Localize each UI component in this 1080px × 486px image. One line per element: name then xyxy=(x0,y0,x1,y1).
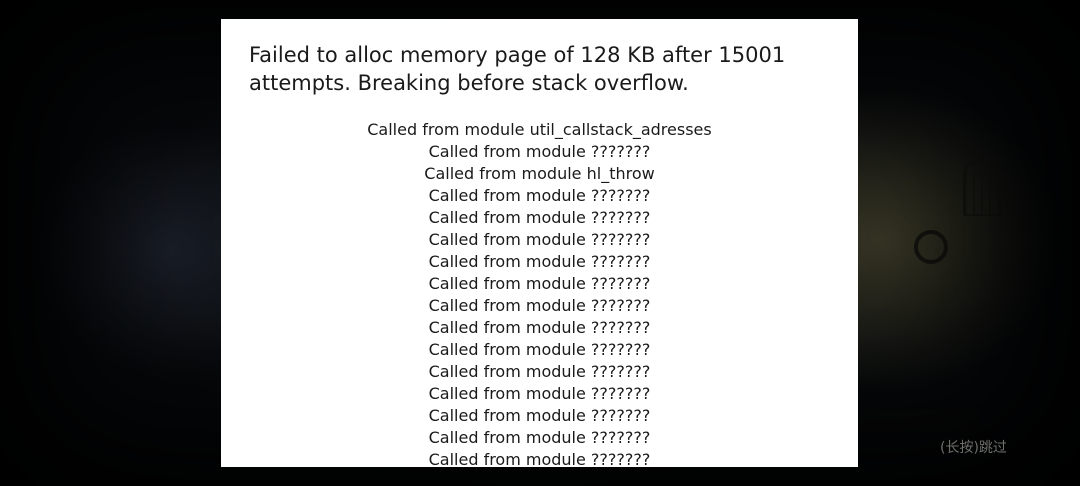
call-stack-line: Called from module ??????? xyxy=(428,252,651,271)
call-stack-line: Called from module util_callstack_adress… xyxy=(367,120,712,139)
call-stack-line: Called from module ??????? xyxy=(428,186,651,205)
call-stack-line: Called from module ??????? xyxy=(428,406,651,425)
call-stack-line: Called from module hl_throw xyxy=(424,164,655,183)
call-stack-line: Called from module ??????? xyxy=(428,274,651,293)
call-stack-line: Called from module ??????? xyxy=(428,362,651,381)
call-stack-line: Called from module ??????? xyxy=(428,142,651,161)
call-stack-line: Called from module ??????? xyxy=(428,428,651,447)
wall-ring xyxy=(914,230,948,264)
call-stack-line: Called from module ??????? xyxy=(428,450,651,467)
error-message: Failed to alloc memory page of 128 KB af… xyxy=(249,43,786,95)
call-stack-line: Called from module ??????? xyxy=(428,384,651,403)
call-stack-line: Called from module ??????? xyxy=(428,340,651,359)
call-stack-line: Called from module ??????? xyxy=(428,318,651,337)
skip-hint-button[interactable]: (长按)跳过 xyxy=(940,440,1007,456)
error-dialog: Failed to alloc memory page of 128 KB af… xyxy=(221,19,858,467)
call-stack-list: Called from module util_callstack_adress… xyxy=(221,119,858,467)
call-stack-line: Called from module ??????? xyxy=(428,296,651,315)
floor-ledge xyxy=(860,410,980,432)
call-stack-line: Called from module ??????? xyxy=(428,208,651,227)
call-stack-line: Called from module ??????? xyxy=(428,230,651,249)
hanging-cage-right xyxy=(963,160,1001,216)
